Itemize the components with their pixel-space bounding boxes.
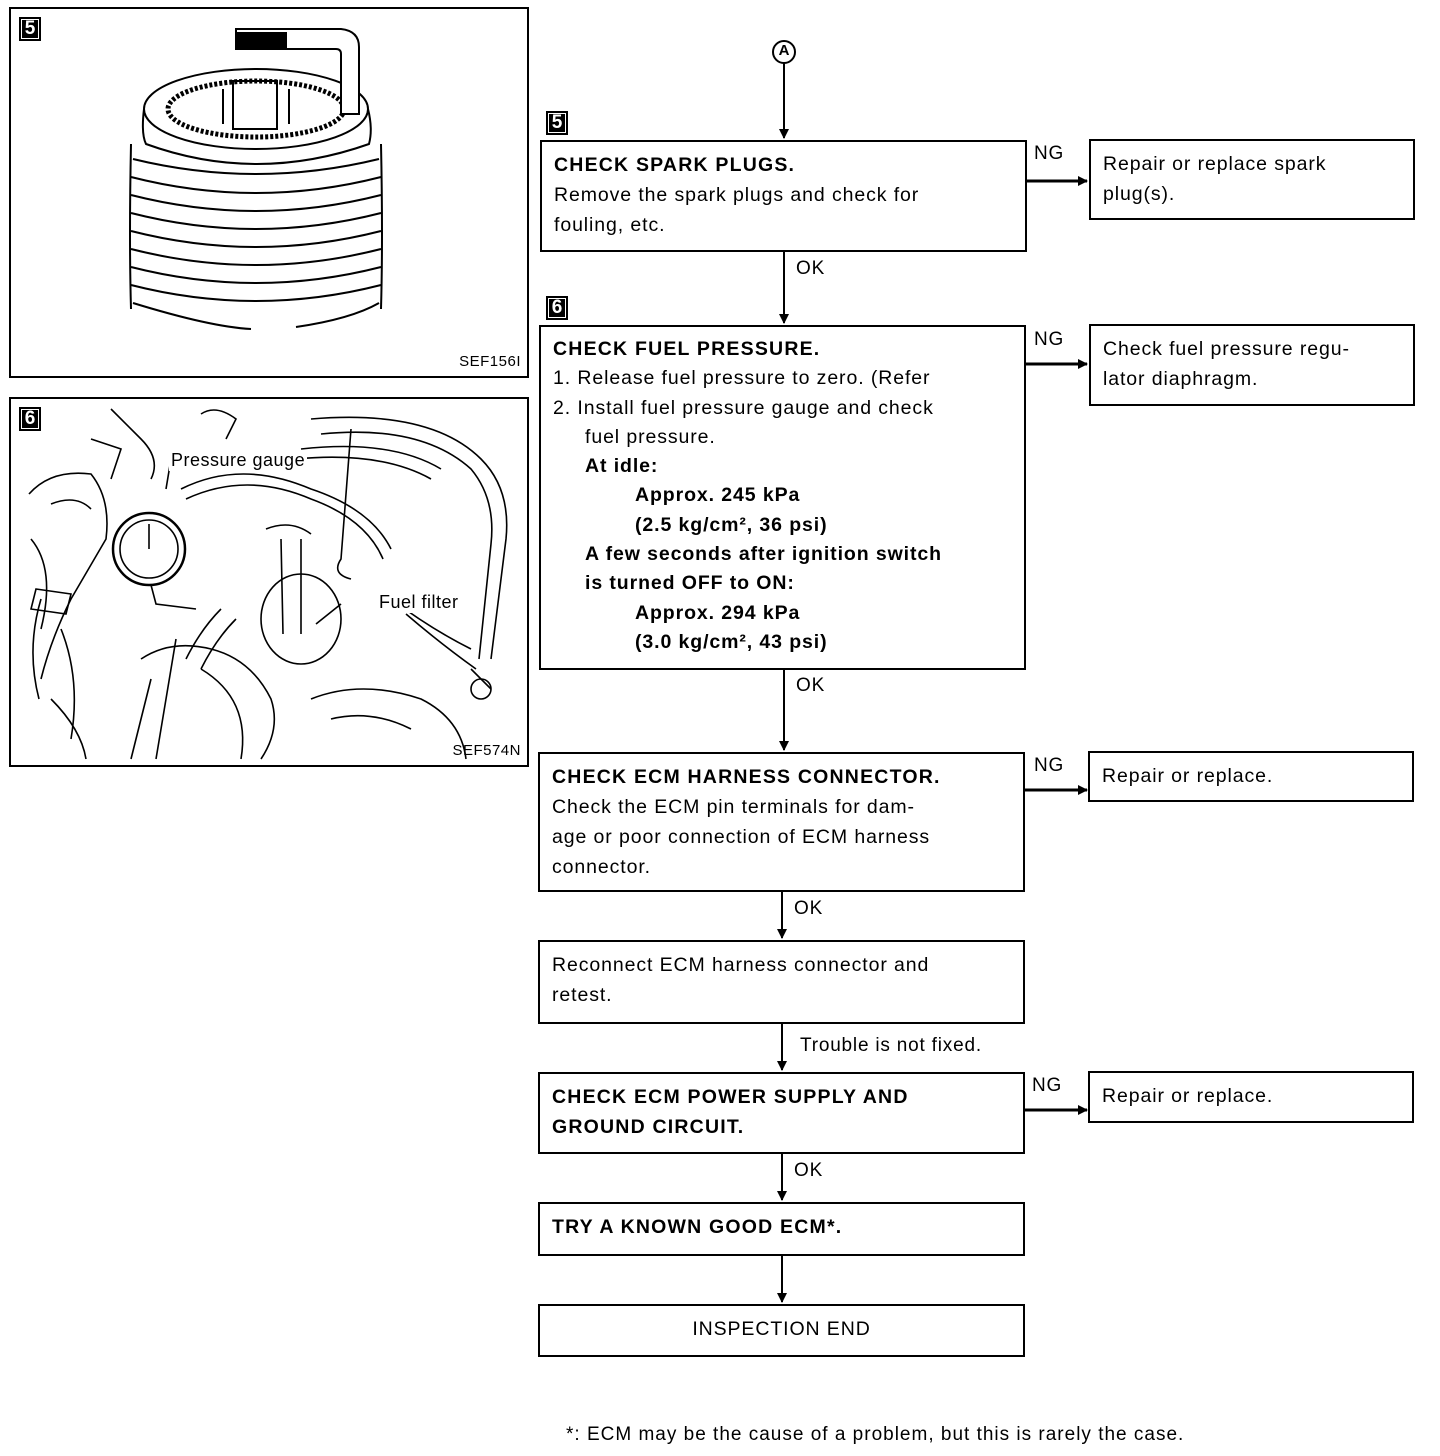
ng-label: NG (1034, 143, 1065, 164)
ok-label: OK (794, 1160, 824, 1181)
engine-bay-illustration (28, 408, 508, 760)
box-title: CHECK ECM HARNESS CONNECTOR. (552, 766, 941, 788)
figure-code: SEF574N (452, 742, 521, 759)
box-text: Repair or replace spark (1103, 153, 1327, 175)
box-title: TRY A KNOWN GOOD ECM*. (552, 1216, 843, 1238)
reconnect-retest-box: Reconnect ECM harness connector and rete… (538, 940, 1025, 1024)
box-text: retest. (552, 984, 613, 1006)
step-6-badge: 6 (546, 296, 568, 320)
box-text: age or poor connection of ECM harness (552, 826, 930, 848)
box-text: INSPECTION END (692, 1318, 871, 1340)
figure-spark-plug: 5 SEF156I (9, 7, 529, 378)
connector-a-label: A (778, 42, 790, 59)
box-text: lator diaphragm. (1103, 368, 1259, 390)
box-text: connector. (552, 856, 651, 878)
repair-replace-box: Repair or replace. (1088, 751, 1414, 802)
box-text: plug(s). (1103, 183, 1176, 205)
box-text: Check the ECM pin terminals for dam- (552, 796, 915, 818)
check-ecm-harness-box: CHECK ECM HARNESS CONNECTOR. Check the E… (538, 752, 1025, 892)
box-text: 1. Release fuel pressure to zero. (Refer (553, 367, 931, 390)
repair-replace-box: Repair or replace. (1088, 1071, 1414, 1123)
footnote: *: ECM may be the cause of a problem, bu… (566, 1424, 1185, 1445)
ignition-label: A few seconds after ignition switch (585, 543, 942, 566)
box-text: Check fuel pressure regu- (1103, 338, 1350, 360)
ng-label: NG (1034, 329, 1065, 350)
pressure-gauge-label: Pressure gauge (169, 450, 308, 471)
figure-code: SEF156I (459, 353, 521, 370)
check-regulator-box: Check fuel pressure regu- lator diaphrag… (1089, 324, 1415, 406)
figure-step-badge: 6 (19, 407, 41, 431)
box-text: Repair or replace. (1102, 765, 1274, 787)
spark-plug-illustration (129, 28, 383, 330)
fuel-filter-label: Fuel filter (377, 592, 461, 613)
ok-label: OK (796, 675, 826, 696)
inspection-end-box: INSPECTION END (538, 1304, 1025, 1357)
check-ecm-power-box: CHECK ECM POWER SUPPLY AND GROUND CIRCUI… (538, 1072, 1025, 1154)
box-text: 2. Install fuel pressure gauge and check (553, 396, 934, 419)
try-known-good-ecm-box: TRY A KNOWN GOOD ECM*. (538, 1202, 1025, 1256)
box-text: Repair or replace. (1102, 1085, 1274, 1107)
check-spark-plugs-box: CHECK SPARK PLUGS. Remove the spark plug… (540, 140, 1027, 252)
ignition-pressure-alt: (3.0 kg/cm², 43 psi) (635, 630, 828, 653)
box-title: CHECK SPARK PLUGS. (554, 154, 796, 176)
idle-label: At idle: (585, 455, 659, 478)
ok-label: OK (794, 898, 824, 919)
idle-pressure-kpa: Approx. 245 kPa (635, 484, 801, 507)
box-title: GROUND CIRCUIT. (552, 1116, 745, 1138)
box-title: CHECK ECM POWER SUPPLY AND (552, 1086, 909, 1108)
idle-pressure-alt: (2.5 kg/cm², 36 psi) (635, 513, 828, 536)
step-5-badge: 5 (546, 111, 568, 135)
ignition-pressure-kpa: Approx. 294 kPa (635, 601, 801, 624)
trouble-not-fixed-label: Trouble is not fixed. (800, 1035, 982, 1056)
ignition-label: is turned OFF to ON: (585, 572, 795, 595)
ng-label: NG (1032, 1075, 1063, 1096)
ng-label: NG (1034, 755, 1065, 776)
replace-spark-plug-box: Repair or replace spark plug(s). (1089, 139, 1415, 220)
box-title: CHECK FUEL PRESSURE. (553, 338, 821, 360)
ok-label: OK (796, 258, 826, 279)
figure-step-badge: 5 (19, 17, 41, 41)
box-text: fuel pressure. (585, 425, 716, 448)
check-fuel-pressure-box: CHECK FUEL PRESSURE. 1. Release fuel pre… (539, 325, 1026, 670)
figure-fuel-pressure-gauge: 6 (9, 397, 529, 767)
box-text: Remove the spark plugs and check for (554, 184, 920, 206)
box-text: Reconnect ECM harness connector and (552, 954, 930, 976)
box-text: fouling, etc. (554, 214, 666, 236)
